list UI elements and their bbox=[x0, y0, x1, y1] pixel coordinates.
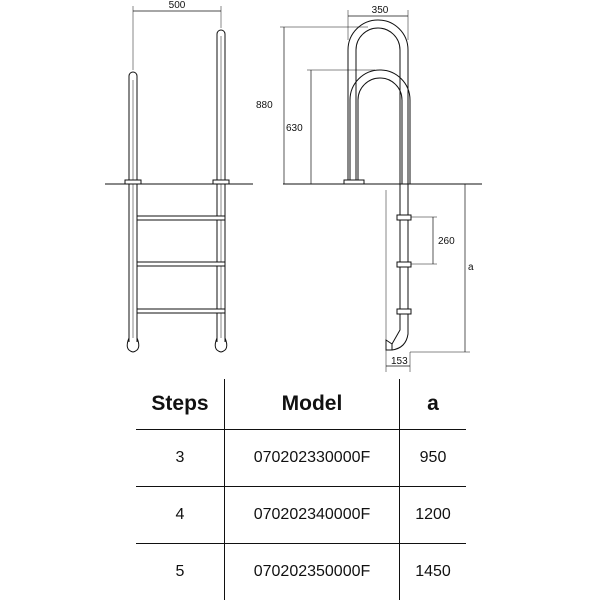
front-view bbox=[105, 6, 253, 353]
table-row: 4 070202340000F 1200 bbox=[136, 486, 466, 544]
cell-model: 070202340000F bbox=[224, 486, 400, 544]
right-foot bbox=[214, 337, 228, 353]
side-view bbox=[280, 10, 482, 372]
bracket-3 bbox=[396, 308, 412, 315]
dim-a-label: a bbox=[468, 262, 474, 273]
table-row: 5 070202350000F 1450 bbox=[136, 543, 466, 600]
front-handrail bbox=[349, 69, 411, 184]
spec-table: Steps Model a 3 070202330000F 950 4 0702… bbox=[136, 379, 466, 600]
step-2 bbox=[136, 261, 226, 267]
back-handrail bbox=[347, 19, 409, 184]
left-anchor bbox=[124, 179, 142, 185]
dim-350-label: 350 bbox=[372, 5, 389, 16]
underwater-rail bbox=[391, 184, 409, 351]
header-a: a bbox=[399, 379, 466, 430]
left-rail bbox=[128, 71, 138, 342]
dim-630-label: 630 bbox=[286, 123, 303, 134]
side-base-plate bbox=[343, 179, 365, 185]
dim-260-label: 260 bbox=[438, 236, 455, 247]
cell-a: 950 bbox=[399, 429, 466, 487]
cell-steps: 4 bbox=[136, 486, 225, 544]
bracket-2 bbox=[396, 261, 412, 268]
cell-steps: 5 bbox=[136, 543, 225, 600]
header-steps: Steps bbox=[136, 379, 225, 430]
table-row: 3 070202330000F 950 bbox=[136, 429, 466, 487]
cell-steps: 3 bbox=[136, 429, 225, 487]
step-3 bbox=[136, 308, 226, 314]
header-model: Model bbox=[224, 379, 400, 430]
table-header-row: Steps Model a bbox=[136, 379, 466, 430]
side-foot bbox=[385, 339, 393, 351]
cell-a: 1450 bbox=[415, 563, 451, 580]
right-anchor bbox=[212, 179, 230, 185]
dim-880-label: 880 bbox=[256, 100, 273, 111]
ladder-technical-drawing: 500 bbox=[105, 0, 482, 372]
cell-model: 070202330000F bbox=[224, 429, 400, 487]
bracket-1 bbox=[396, 214, 412, 221]
step-1 bbox=[136, 215, 226, 221]
cell-a: 1200 bbox=[399, 486, 466, 544]
cell-model: 070202350000F bbox=[224, 543, 400, 600]
dim-153-label: 153 bbox=[391, 356, 408, 367]
right-rail bbox=[216, 29, 226, 342]
left-foot bbox=[126, 337, 140, 353]
dim-500-label: 500 bbox=[169, 0, 186, 11]
